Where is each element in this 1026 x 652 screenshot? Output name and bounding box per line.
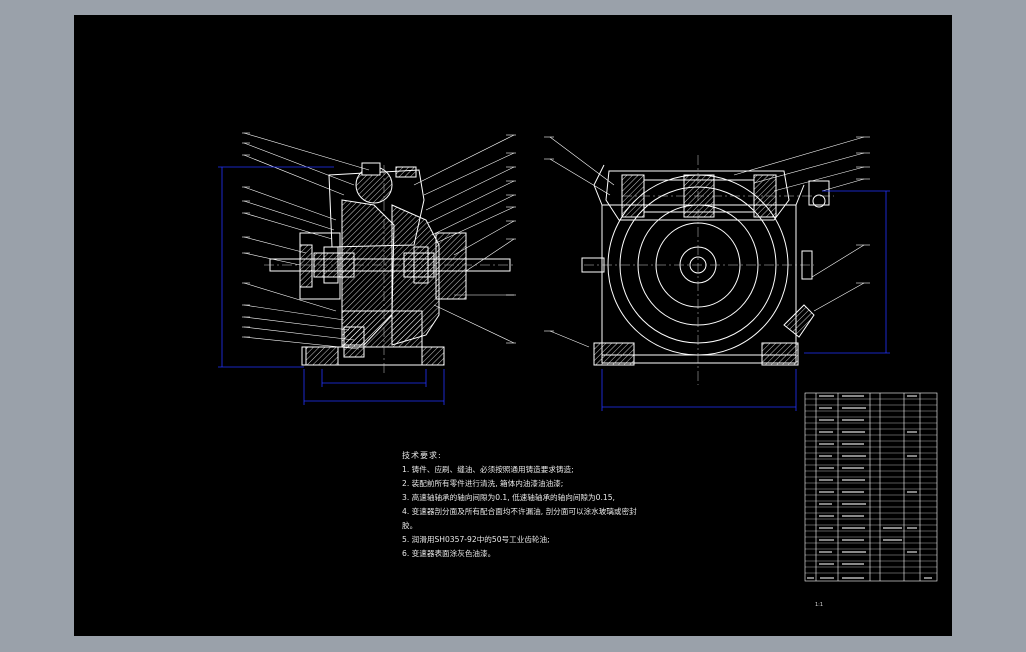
note-item: 3. 高速轴轴承的轴向间隙为0.1, 低速轴轴承的轴向间隙为0.15, — [402, 493, 615, 502]
bom-table — [804, 392, 938, 582]
dimensions-right — [601, 190, 890, 411]
note-item: 胶。 — [402, 521, 418, 530]
section-view-left — [264, 162, 514, 375]
note-item: 5. 润滑用SH0357-92中的50号工业齿轮油; — [402, 535, 550, 544]
note-item: 2. 装配前所有零件进行清洗, 箱体内油漆油油漆; — [402, 479, 564, 488]
dimensions-left — [218, 166, 445, 405]
scale-mark: 1:1 — [815, 602, 824, 608]
note-item: 1. 铸件、应刷、缝油、必须按照通用铸造要求铸造; — [402, 465, 574, 474]
drawing-sheet: 技术要求: 1. 铸件、应刷、缝油、必须按照通用铸造要求铸造; 2. 装配前所有… — [74, 15, 952, 636]
notes-title: 技术要求: — [402, 451, 442, 460]
leader-lines-left — [242, 132, 516, 350]
note-item: 6. 变速器表面涂灰色油漆。 — [402, 549, 496, 558]
technical-requirements: 技术要求: 1. 铸件、应刷、缝油、必须按照通用铸造要求铸造; 2. 装配前所有… — [402, 449, 662, 561]
leader-lines-right — [544, 136, 870, 348]
end-view-right — [581, 155, 834, 385]
cad-drawing — [218, 132, 938, 582]
note-item: 4. 变速器剖分面及所有配合面均不许漏油, 剖分面可以涂水玻璃或密封 — [402, 507, 637, 516]
